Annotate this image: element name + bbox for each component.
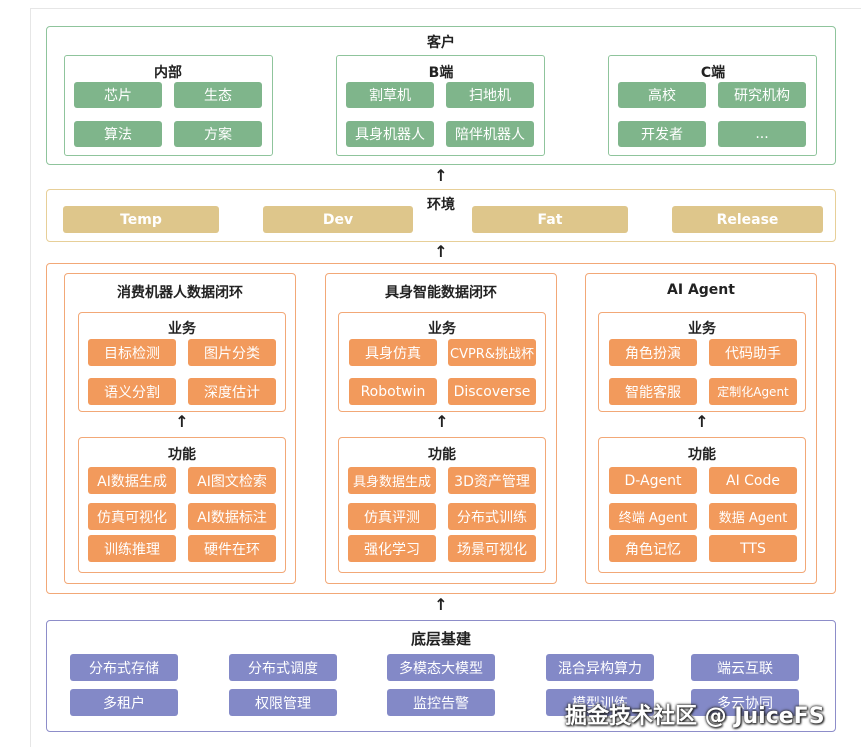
infrastructure-item: 多模态大模型 xyxy=(387,654,495,681)
environment-section xyxy=(46,189,836,242)
customer-section xyxy=(46,26,836,165)
internal-item: 方案 xyxy=(174,121,262,147)
business-item: 图片分类 xyxy=(188,339,276,366)
business-item: Robotwin xyxy=(349,378,437,405)
environment-item: Temp xyxy=(63,206,219,233)
function-item: 数据 Agent xyxy=(709,503,797,530)
up-arrow-icon: ↑ xyxy=(695,412,709,431)
infrastructure-item: 端云互联 xyxy=(691,654,799,681)
function-item: 硬件在环 xyxy=(188,535,276,562)
function-item: 具身数据生成 xyxy=(348,467,436,494)
business-item: 定制化Agent xyxy=(709,378,797,405)
up-arrow-icon: ↑ xyxy=(434,595,448,614)
loop-title: 消费机器人数据闭环 xyxy=(117,285,243,301)
function-item: 训练推理 xyxy=(88,535,176,562)
customer-title: 客户 xyxy=(427,35,455,51)
infrastructure-item: 多云协同 xyxy=(691,689,799,716)
c-end-item: 研究机构 xyxy=(718,82,806,108)
b-end-item: 割草机 xyxy=(346,82,434,108)
environment-title: 环境 xyxy=(427,197,455,213)
up-arrow-icon: ↑ xyxy=(434,166,448,185)
c-end-item: ... xyxy=(718,121,806,147)
c-end-title: C端 xyxy=(700,65,726,81)
business-item: 目标检测 xyxy=(88,339,176,366)
function-item: 场景可视化 xyxy=(448,535,536,562)
loop-title: AI Agent xyxy=(667,282,735,298)
watermark-label: 掘金技术社区 @ JuiceFS xyxy=(565,704,825,729)
function-item: AI Code xyxy=(709,467,797,494)
infrastructure-item: 多租户 xyxy=(70,689,178,716)
business-item: 具身仿真 xyxy=(349,339,437,366)
function-title: 功能 xyxy=(168,447,196,463)
business-title: 业务 xyxy=(688,321,716,337)
c-end-item: 开发者 xyxy=(618,121,706,147)
internal-item: 算法 xyxy=(74,121,162,147)
function-group xyxy=(598,437,806,573)
internal-group xyxy=(64,55,273,156)
infrastructure-section xyxy=(46,620,836,732)
business-item: 智能客服 xyxy=(609,378,697,405)
business-group xyxy=(338,312,546,412)
infrastructure-item: 模型训练 xyxy=(546,689,654,716)
internal-item: 生态 xyxy=(174,82,262,108)
function-item: AI图文检索 xyxy=(188,467,276,494)
loop-title: 具身智能数据闭环 xyxy=(385,285,497,301)
function-item: 强化学习 xyxy=(348,535,436,562)
function-item: D-Agent xyxy=(609,467,697,494)
function-item: 仿真可视化 xyxy=(88,503,176,530)
function-item: TTS xyxy=(709,535,797,562)
internal-title: 内部 xyxy=(154,65,182,81)
environment-item: Dev xyxy=(263,206,413,233)
infrastructure-item: 监控告警 xyxy=(387,689,495,716)
internal-item: 芯片 xyxy=(74,82,162,108)
loop-panel xyxy=(585,273,817,584)
business-group xyxy=(598,312,806,412)
b-end-item: 扫地机 xyxy=(446,82,534,108)
c-end-item: 高校 xyxy=(618,82,706,108)
business-item: Discoverse xyxy=(448,378,536,405)
function-item: 仿真评测 xyxy=(348,503,436,530)
b-end-item: 具身机器人 xyxy=(346,121,434,147)
up-arrow-icon: ↑ xyxy=(434,242,448,261)
b-end-group xyxy=(336,55,545,156)
business-item: 深度估计 xyxy=(188,378,276,405)
c-end-group xyxy=(608,55,817,156)
function-item: AI数据标注 xyxy=(188,503,276,530)
business-item: 语义分割 xyxy=(88,378,176,405)
function-item: AI数据生成 xyxy=(88,467,176,494)
business-title: 业务 xyxy=(428,321,456,337)
b-end-title: B端 xyxy=(428,65,454,81)
function-item: 角色记忆 xyxy=(609,535,697,562)
business-title: 业务 xyxy=(168,321,196,337)
business-item: 角色扮演 xyxy=(609,339,697,366)
loop-panel xyxy=(64,273,296,584)
function-item: 分布式训练 xyxy=(448,503,536,530)
loop-panel xyxy=(325,273,557,584)
infrastructure-item: 权限管理 xyxy=(229,689,337,716)
business-item: CVPR&挑战杯 xyxy=(448,339,536,366)
infrastructure-title: 底层基建 xyxy=(410,630,471,648)
infrastructure-item: 混合异构算力 xyxy=(546,654,654,681)
business-group xyxy=(78,312,286,412)
function-item: 3D资产管理 xyxy=(448,467,536,494)
page-frame xyxy=(30,8,861,747)
up-arrow-icon: ↑ xyxy=(435,412,449,431)
function-group xyxy=(338,437,546,573)
environment-item: Release xyxy=(672,206,823,233)
loops-section xyxy=(46,263,836,594)
infrastructure-item: 分布式存储 xyxy=(70,654,178,681)
infrastructure-item: 分布式调度 xyxy=(229,654,337,681)
function-title: 功能 xyxy=(428,447,456,463)
business-item: 代码助手 xyxy=(709,339,797,366)
function-group xyxy=(78,437,286,573)
function-title: 功能 xyxy=(688,447,716,463)
up-arrow-icon: ↑ xyxy=(175,412,189,431)
environment-item: Fat xyxy=(472,206,628,233)
b-end-item: 陪伴机器人 xyxy=(446,121,534,147)
function-item: 终端 Agent xyxy=(609,503,697,530)
